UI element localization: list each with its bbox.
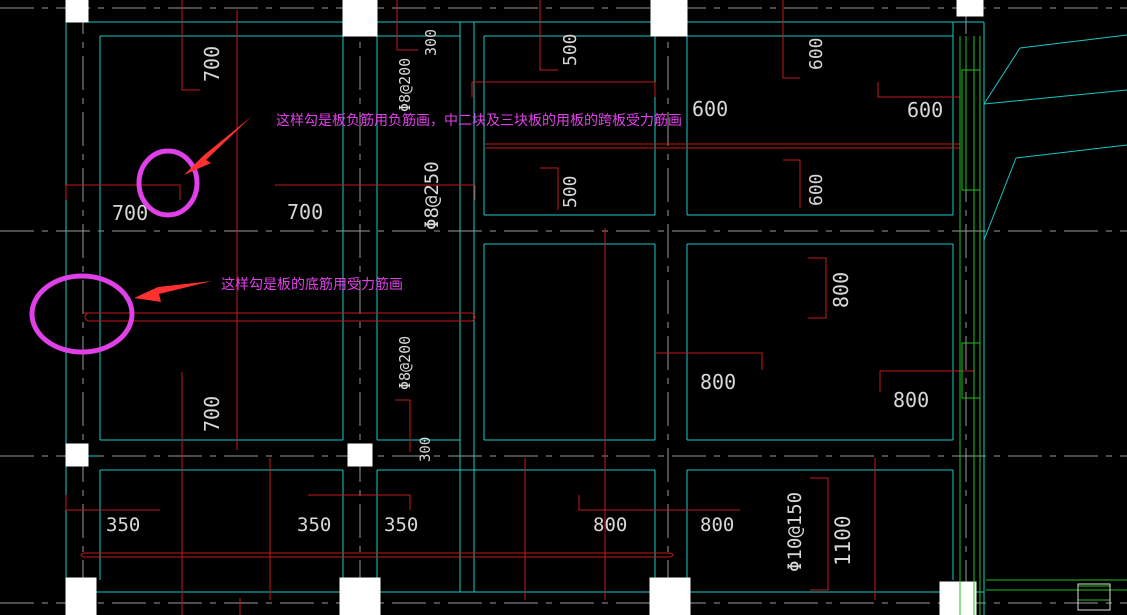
arrow-left-icon xyxy=(134,281,212,302)
column xyxy=(339,577,381,615)
rebar-spec-labels: Φ8@200 Φ8@250 Φ8@200 Φ10@150 xyxy=(396,58,806,572)
edge-outline xyxy=(1019,34,1127,49)
rebar-bar xyxy=(539,0,558,71)
hook-end xyxy=(471,312,476,322)
rebar-bar xyxy=(396,0,418,51)
edge-outline xyxy=(983,89,1127,105)
rebar-label-phi8-250: Φ8@250 xyxy=(421,161,443,230)
rebar-label-phi8-200-top: Φ8@200 xyxy=(396,58,414,112)
edge-outline xyxy=(1015,144,1127,159)
edge-outline xyxy=(983,47,1021,105)
rebar-bar xyxy=(783,159,801,208)
annotation-bottom-hook-note: 这样勾是板的底筋用受力筋画 xyxy=(221,276,403,293)
highlight-circle-top xyxy=(136,148,200,218)
dim-700-b: 700 xyxy=(112,201,148,225)
dim-350-a: 350 xyxy=(106,514,140,536)
rebar-label-phi8-200-mid: Φ8@200 xyxy=(396,336,414,390)
column xyxy=(347,443,373,467)
column xyxy=(956,0,984,17)
bottom-bar-hook xyxy=(84,312,472,322)
rebar-bar xyxy=(877,82,960,98)
dim-600-c: 600 xyxy=(907,98,943,122)
column xyxy=(65,0,89,23)
dim-1100: 1100 xyxy=(831,515,855,566)
right-edge-structure xyxy=(959,34,1127,615)
dim-800-a: 800 xyxy=(829,272,853,308)
edge-outline xyxy=(983,157,1017,241)
rebar-bar xyxy=(66,184,181,200)
rebar-bar xyxy=(308,494,411,510)
dim-300-a: 300 xyxy=(422,29,440,56)
dim-800-c: 800 xyxy=(893,388,929,412)
rebar-bar xyxy=(808,257,827,319)
column xyxy=(650,0,688,37)
dim-500-b: 500 xyxy=(560,175,581,208)
column xyxy=(939,581,977,615)
columns xyxy=(65,0,984,615)
rebar-label-phi10-150: Φ10@150 xyxy=(784,492,806,572)
dim-500-a: 500 xyxy=(560,33,581,66)
column xyxy=(342,0,378,37)
rebar-bar xyxy=(275,184,476,200)
column xyxy=(65,443,89,467)
rebar-bar xyxy=(395,399,411,452)
dim-600-d: 600 xyxy=(806,173,827,206)
dim-350-c: 350 xyxy=(384,514,418,536)
edge-box xyxy=(1077,583,1111,611)
dim-350-b: 350 xyxy=(297,514,331,536)
rebar-bar xyxy=(578,495,740,511)
hook-end xyxy=(669,552,674,558)
dim-600-a: 600 xyxy=(806,37,827,70)
highlight-circle-left xyxy=(29,273,135,355)
dimension-texts: 700 300 500 600 600 600 700 700 500 600 … xyxy=(106,29,943,566)
dim-700-d: 700 xyxy=(200,396,224,432)
column xyxy=(65,577,97,615)
dim-300-b: 300 xyxy=(418,437,434,462)
arrow-top-icon xyxy=(184,116,252,175)
rebar-bar xyxy=(181,0,200,91)
rebar-bar xyxy=(655,352,763,370)
column xyxy=(649,577,691,615)
annotation-markers: 这样勾是板负筋用负筋画，中二块及三块板的用板的跨板受力筋画 这样勾是板的底筋用受… xyxy=(29,112,682,355)
rebar-bar xyxy=(782,0,800,79)
rebar-bar xyxy=(810,477,829,591)
annotation-negative-hook-note: 这样勾是板负筋用负筋画，中二块及三块板的用板的跨板受力筋画 xyxy=(276,112,682,129)
dim-800-d: 800 xyxy=(593,514,627,536)
dim-800-e: 800 xyxy=(700,514,734,536)
dim-700-a: 700 xyxy=(200,46,224,82)
slab-outlines xyxy=(65,21,985,615)
edge-box xyxy=(961,342,981,399)
edge-box xyxy=(961,69,981,191)
dim-700-c: 700 xyxy=(287,200,323,224)
rebar-lines xyxy=(65,0,975,615)
dim-600-b: 600 xyxy=(692,97,728,121)
dim-800-b: 800 xyxy=(700,370,736,394)
rebar-bar xyxy=(540,167,559,210)
rebar-bar xyxy=(65,495,160,511)
hook-end xyxy=(80,552,85,558)
